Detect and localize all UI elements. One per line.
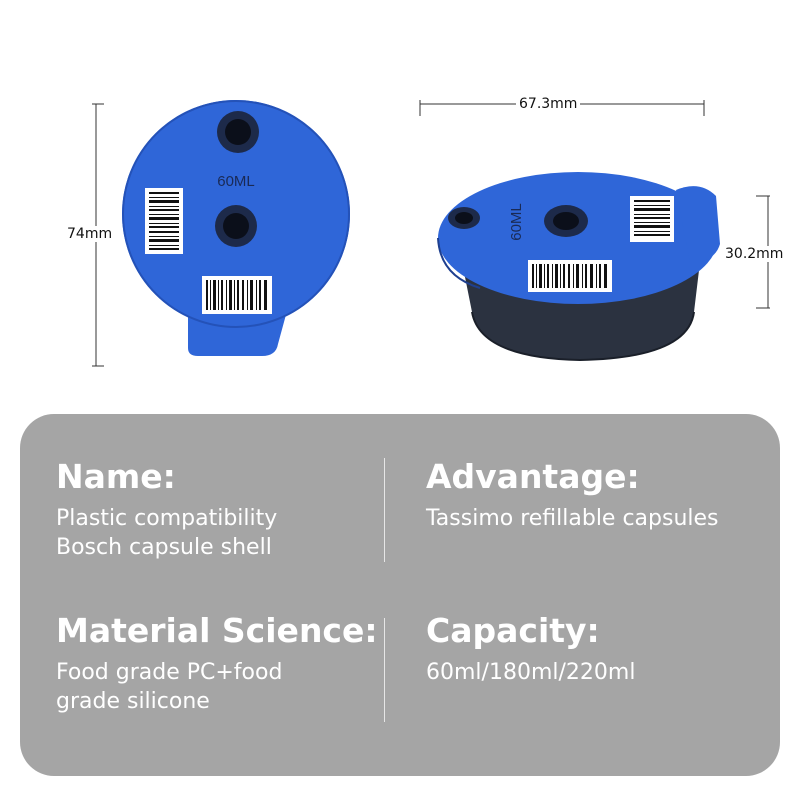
lid-volume-label: 60ML: [508, 203, 525, 241]
divider: [384, 618, 385, 722]
spec-line: grade silicone: [56, 689, 210, 714]
spec-line: Plastic compatibility: [56, 506, 278, 531]
spec-body: Food grade PC+food grade silicone: [56, 658, 378, 716]
barcode-label: [145, 188, 183, 254]
product-photos: 60ML: [92, 100, 770, 367]
spec-body: 60ml/180ml/220ml: [426, 658, 635, 687]
depth-dimension-label: 30.2mm: [722, 246, 787, 262]
divider: [384, 458, 385, 562]
lid-tab: [676, 186, 720, 262]
specs-panel: Name: Plastic compatibility Bosch capsul…: [20, 414, 780, 776]
spec-heading: Name:: [56, 457, 176, 496]
lid-volume-label: 60ML: [217, 173, 255, 190]
spec-line: Tassimo refillable capsules: [426, 506, 719, 531]
capsule-top-view: 60ML: [92, 100, 350, 367]
spec-heading: Material Science:: [56, 611, 378, 650]
spec-line: Food grade PC+food: [56, 660, 283, 685]
spec-heading: Capacity:: [426, 611, 600, 650]
spec-body: Tassimo refillable capsules: [426, 504, 719, 533]
spec-name: Name: Plastic compatibility Bosch capsul…: [56, 458, 277, 562]
spec-body: Plastic compatibility Bosch capsule shel…: [56, 504, 277, 562]
spec-line: 60ml/180ml/220ml: [426, 660, 636, 685]
capsule-side-view: 60ML: [419, 100, 770, 362]
spec-material: Material Science: Food grade PC+food gra…: [56, 612, 378, 716]
spec-line: Bosch capsule shell: [56, 535, 272, 560]
spec-advantage: Advantage: Tassimo refillable capsules: [426, 458, 719, 533]
spec-capacity: Capacity: 60ml/180ml/220ml: [426, 612, 635, 687]
spec-heading: Advantage:: [426, 457, 640, 496]
width-dimension-label: 67.3mm: [516, 96, 581, 112]
height-dimension-label: 74mm: [64, 226, 116, 242]
